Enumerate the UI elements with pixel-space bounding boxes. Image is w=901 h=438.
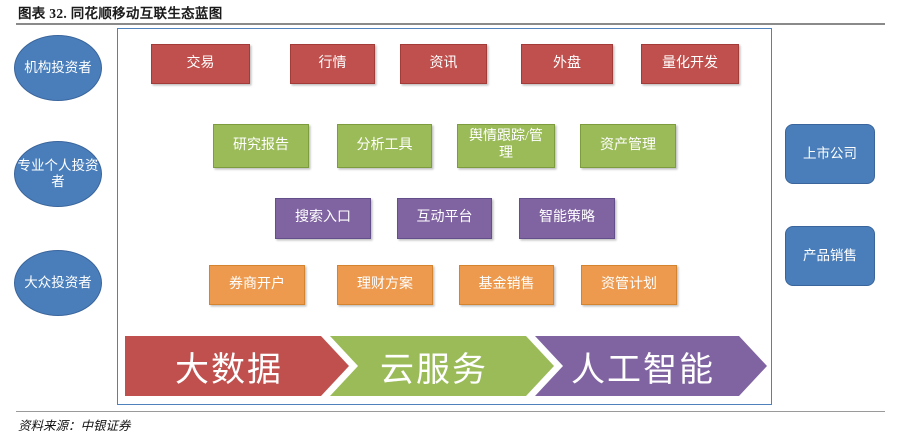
- service-node-search-entry[interactable]: 搜索入口: [275, 198, 371, 239]
- service-node-wealth-plan[interactable]: 理财方案: [337, 265, 433, 305]
- foundation-chevron-big-data[interactable]: 大数据: [125, 336, 349, 396]
- service-node-research-report[interactable]: 研究报告: [213, 124, 309, 168]
- service-node-quant-dev[interactable]: 量化开发: [641, 44, 739, 84]
- investor-ellipse-professional[interactable]: 专业个人投资者: [14, 141, 102, 207]
- right-node-listed-company[interactable]: 上市公司: [785, 124, 875, 184]
- footer-divider: [16, 411, 885, 412]
- node-label: 分析工具: [356, 137, 413, 153]
- investor-label: 大众投资者: [24, 274, 92, 290]
- right-node-label: 上市公司: [803, 145, 857, 161]
- service-node-quotes[interactable]: 行情: [290, 44, 375, 84]
- service-node-fund-sales[interactable]: 基金销售: [459, 265, 554, 305]
- node-label: 交易: [186, 55, 215, 71]
- node-label: 资讯: [429, 55, 458, 71]
- node-label: 基金销售: [478, 276, 535, 292]
- node-label: 行情: [318, 55, 347, 71]
- service-node-analysis-tools[interactable]: 分析工具: [337, 124, 432, 168]
- investor-ellipse-institutional[interactable]: 机构投资者: [14, 35, 102, 101]
- node-label: 资产管理: [600, 137, 656, 153]
- foundation-label: 大数据: [175, 351, 283, 389]
- foundation-band: 大数据 云服务 人工智能: [125, 336, 767, 396]
- foundation-label: 人工智能: [571, 351, 715, 389]
- service-node-broker-account[interactable]: 券商开户: [209, 265, 305, 305]
- title-divider: [16, 23, 885, 25]
- service-node-smart-strategy[interactable]: 智能策略: [519, 198, 615, 239]
- foundation-chevron-cloud-service[interactable]: 云服务: [330, 336, 554, 396]
- service-node-news[interactable]: 资讯: [400, 44, 487, 84]
- node-label: 搜索入口: [295, 210, 351, 226]
- page-title: 图表 32. 同花顺移动互联生态蓝图: [18, 6, 223, 21]
- investor-ellipse-retail[interactable]: 大众投资者: [14, 250, 102, 316]
- node-label: 智能策略: [539, 210, 595, 226]
- service-node-sentiment-tracking[interactable]: 舆情跟踪/管理: [457, 124, 555, 168]
- investor-label: 机构投资者: [24, 59, 92, 75]
- investor-label: 专业个人投资者: [17, 157, 99, 189]
- service-node-asset-plan[interactable]: 资管计划: [581, 265, 677, 305]
- node-label: 舆情跟踪/管理: [469, 129, 543, 161]
- node-label: 外盘: [553, 55, 581, 71]
- node-label: 研究报告: [233, 137, 289, 153]
- node-label: 互动平台: [416, 210, 473, 226]
- foundation-chevron-ai[interactable]: 人工智能: [535, 336, 767, 396]
- right-node-label: 产品销售: [803, 247, 857, 263]
- node-label: 理财方案: [357, 276, 413, 292]
- source-note: 资料来源：中银证券: [18, 419, 131, 433]
- service-node-trading[interactable]: 交易: [151, 44, 250, 84]
- right-node-product-sales[interactable]: 产品销售: [785, 226, 875, 286]
- foundation-label: 云服务: [380, 351, 488, 389]
- node-label: 量化开发: [662, 55, 718, 71]
- service-node-asset-management[interactable]: 资产管理: [580, 124, 676, 168]
- node-label: 资管计划: [601, 276, 657, 292]
- service-node-overseas[interactable]: 外盘: [521, 44, 613, 84]
- service-node-interactive-platform[interactable]: 互动平台: [397, 198, 492, 239]
- node-label: 券商开户: [229, 276, 285, 292]
